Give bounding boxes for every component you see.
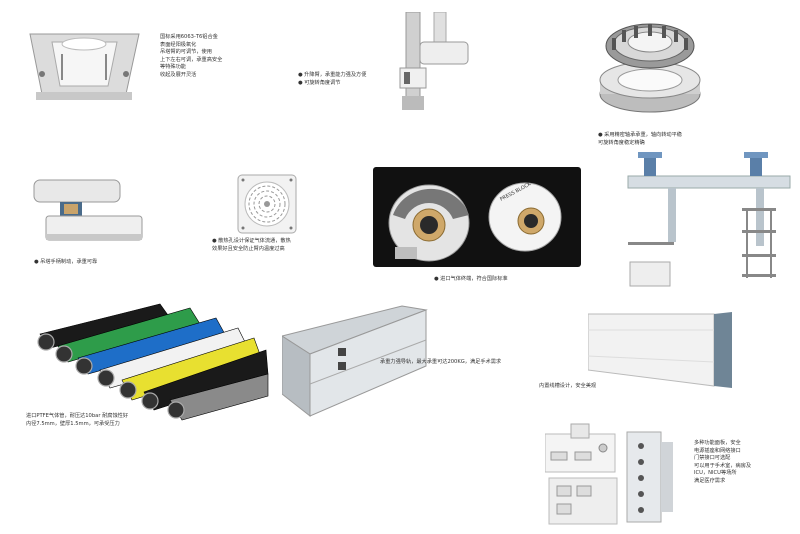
gas-hoses-photo <box>30 300 270 424</box>
cover-caption: 内置线槽设计，安全美观 <box>539 383 597 389</box>
arm-clamp-photo <box>22 24 147 104</box>
sockets-caption: 多种功能面板，安全 电源插座和网络接口 门禁接口可选配 可以用于手术室，病房及 … <box>694 440 752 484</box>
gas-caption: ● 进口气体终端，符合国际标准 <box>434 276 508 282</box>
rail-photo <box>280 296 430 424</box>
column-arm-photo <box>392 11 482 112</box>
gas-terminal-photo: PRESS BLOCK <box>373 167 581 267</box>
clamp-caption: 国标采用6063-T6铝合金 表面经阳极氧化 吊塔臂的可调节，使用 上下左右可调… <box>160 34 223 78</box>
ceiling-pendant-photo <box>622 150 792 292</box>
hoses-caption: 进口PTFE气体管，耐压达10bar 耐腐蚀性好 内径7.5mm，壁厚1.5mm… <box>26 413 129 427</box>
handle-caption: ● 吊塔手柄制动，承重可靠 <box>34 259 98 265</box>
socket-panels-photo <box>544 422 683 526</box>
bearing-caption: ● 采用精密轴承承重，轴向转动平稳 可旋转角度稳定精确 <box>598 132 682 146</box>
vent-plate-photo <box>237 174 297 234</box>
rail-caption: 承重力强导轨，最大承重可达200KG，满足手术需求 <box>380 359 502 365</box>
bearing-photo <box>594 10 706 122</box>
vent-caption: ● 散热孔设计保证气体流通，散热 效果好且安全防止臂内温度过高 <box>212 238 291 252</box>
column-caption: ● 升降臂，承重能力强及方便 ● 可旋转角度调节 <box>298 72 367 86</box>
panel-cover-photo <box>587 310 734 390</box>
handle-photo <box>30 176 145 258</box>
